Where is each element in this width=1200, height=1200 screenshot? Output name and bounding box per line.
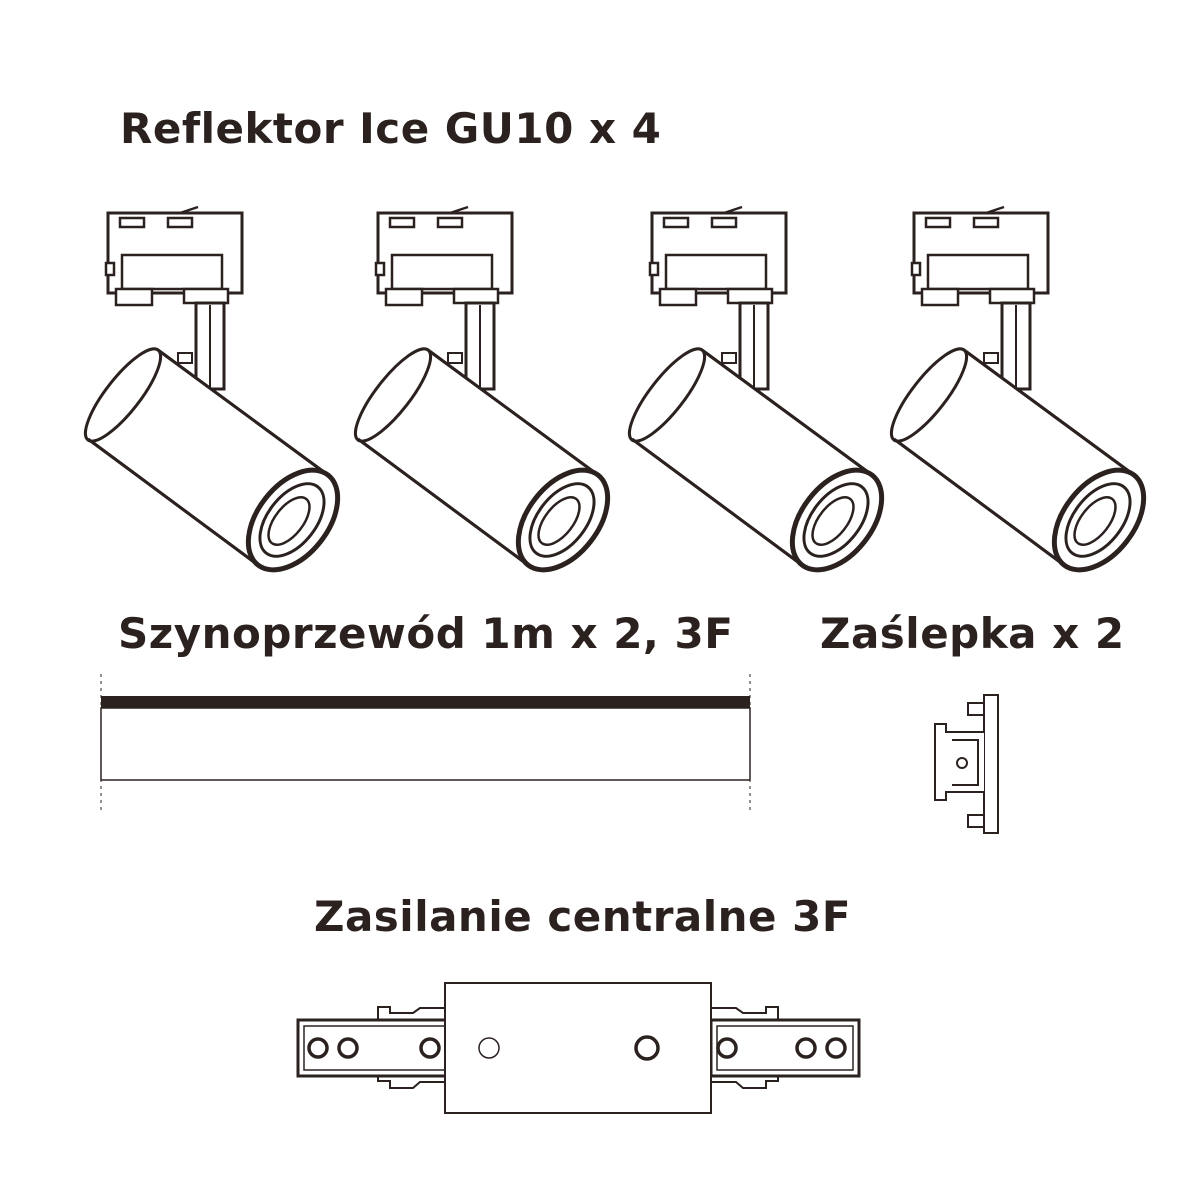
spotlight-4 — [881, 207, 1162, 586]
central-feed-connector — [296, 982, 861, 1114]
spotlight-3 — [619, 207, 900, 586]
reflector-title: Reflektor Ice GU10 x 4 — [120, 104, 662, 153]
spotlight-1 — [75, 207, 356, 586]
rail-title: Szynoprzewód 1m x 2, 3F — [118, 609, 734, 658]
end-cap-title: Zaślepka x 2 — [820, 609, 1125, 658]
central-feed-title: Zasilanie centralne 3F — [314, 892, 852, 941]
spotlight-2 — [345, 207, 626, 586]
track-rail — [100, 674, 751, 810]
end-cap — [934, 694, 999, 834]
